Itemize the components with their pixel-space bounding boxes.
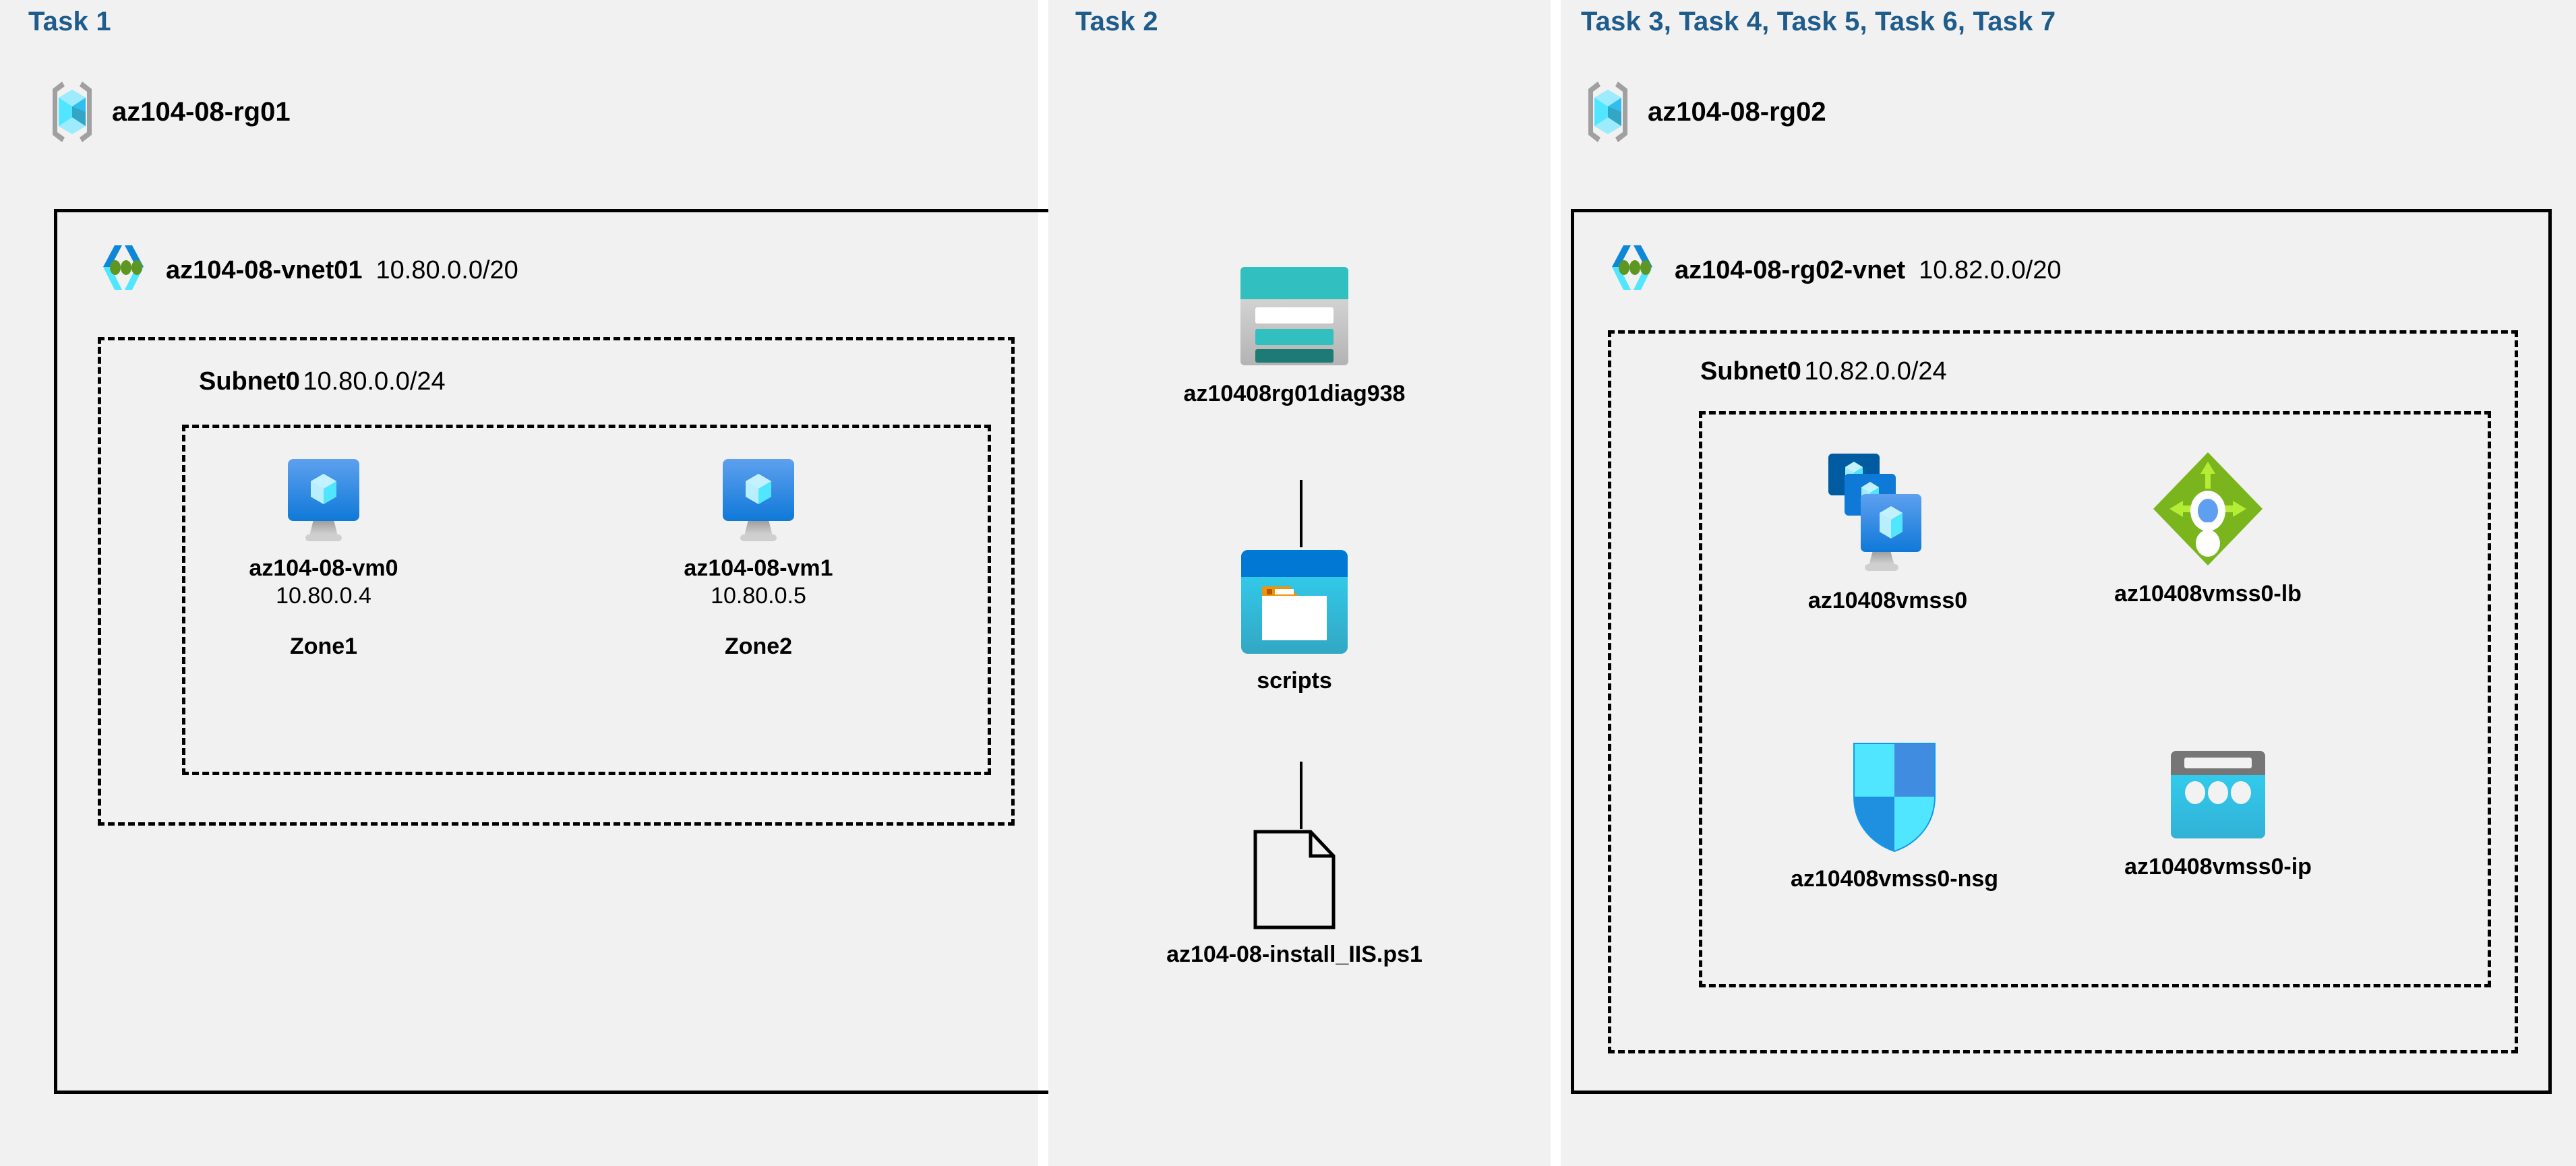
task-title-3: Task 3, Task 4, Task 5, Task 6, Task 7 [1581,7,2056,36]
resource-group-name-rg02: az104-08-rg02 [1648,96,1826,127]
public-ip-name: az10408vmss0-ip [2124,854,2312,880]
vnet-box-task3to7 [1571,209,2552,1094]
virtual-network-icon [1603,243,1661,298]
vm-name-1: az104-08-vm1 [684,555,833,581]
nsg-name: az10408vmss0-nsg [1790,866,1999,892]
subnet-cidr-task1: 10.80.0.0/24 [303,367,446,396]
resource-group-icon [47,80,97,144]
panel-task3to7 [1561,0,2576,1166]
public-ip-node[interactable]: az10408vmss0-ip [2124,748,2312,881]
load-balancer-node[interactable]: az10408vmss0-lb [2114,448,2302,608]
resource-group-header-rg02: az104-08-rg02 [1583,80,1826,144]
resource-group-inner-box [1699,411,2491,987]
vm-node-0[interactable]: az104-08-vm0 10.80.0.4 Zone1 [249,455,398,660]
vnet-cidr-task1: 10.80.0.0/20 [376,255,518,284]
blob-container-name: scripts [1257,668,1332,694]
public-ip-address-icon [2167,748,2269,842]
vmss-node[interactable]: az10408vmss0 [1808,448,1967,615]
subnet-name-task3to7: Subnet0 [1700,357,1801,386]
subnet-name-task1: Subnet0 [199,367,300,396]
vnet-name-task1: az104-08-vnet01 [166,255,363,284]
resource-group-icon [1583,80,1633,144]
connector-container-to-file [1300,762,1302,829]
connector-storage-to-container [1300,480,1302,547]
virtual-network-icon [94,243,152,298]
load-balancer-icon [2149,448,2267,570]
file-name: az104-08-install_IIS.ps1 [1166,942,1422,967]
subnet-header-task3to7: Subnet0 10.82.0.0/24 [1700,357,1947,386]
file-node[interactable]: az104-08-install_IIS.ps1 [1166,829,1422,969]
storage-account-node[interactable]: az10408rg01diag938 [1184,263,1405,408]
vm-zone-0: Zone1 [289,633,358,659]
network-security-group-icon [1849,741,1940,855]
resource-group-name-rg01: az104-08-rg01 [112,96,291,127]
subnet-header-task1: Subnet0 10.80.0.0/24 [199,367,446,396]
zone-box-task1 [182,425,991,775]
blob-container-node[interactable]: scripts [1241,547,1348,695]
vnet-name-task3to7: az104-08-rg02-vnet [1675,255,1906,284]
storage-account-name: az10408rg01diag938 [1183,381,1406,406]
vm-node-1[interactable]: az104-08-vm1 10.80.0.5 Zone2 [684,455,833,660]
vm-scale-set-icon [1820,448,1955,576]
vnet-header-task1: az104-08-vnet01 10.80.0.0/20 [94,243,518,298]
vm-ip-1: 10.80.0.5 [711,583,806,609]
task-title-1: Task 1 [28,7,111,36]
subnet-box-task3to7 [1608,330,2518,1053]
vm-zone-1: Zone2 [724,633,793,659]
storage-account-icon [1234,263,1355,369]
resource-group-header-rg01: az104-08-rg01 [47,80,291,144]
subnet-cidr-task3to7: 10.82.0.0/24 [1804,357,1947,386]
nsg-node[interactable]: az10408vmss0-nsg [1791,741,1998,893]
vm-name-0: az104-08-vm0 [249,555,398,581]
vnet-header-task3to7: az104-08-rg02-vnet 10.82.0.0/20 [1603,243,2061,298]
vm-ip-0: 10.80.0.4 [276,583,371,609]
virtual-machine-icon [282,455,365,544]
load-balancer-name: az10408vmss0-lb [2114,581,2302,607]
subnet-box-task1 [98,337,1015,826]
blob-container-icon [1238,547,1350,656]
file-icon [1250,829,1339,930]
virtual-machine-icon [717,455,800,544]
panel-task1 [0,0,1038,1166]
vnet-cidr-task3to7: 10.82.0.0/20 [1919,255,2062,284]
vmss-name: az10408vmss0 [1807,588,1968,613]
task-title-2: Task 2 [1075,7,1158,36]
